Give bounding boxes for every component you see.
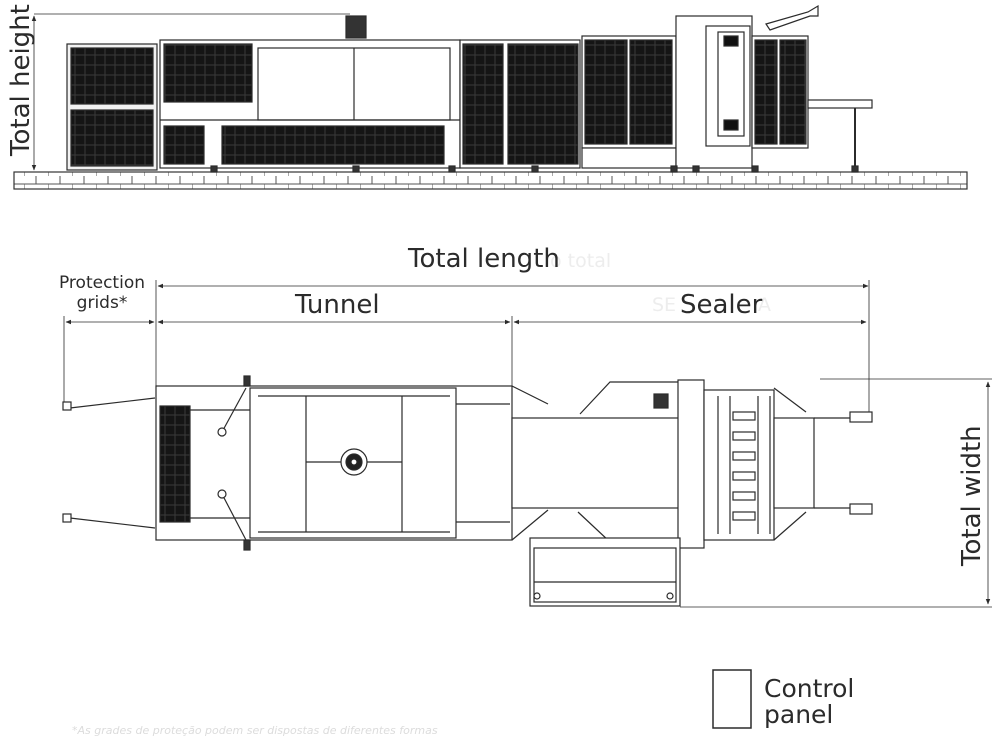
sealer-rollers bbox=[732, 411, 756, 521]
top-control-platform bbox=[529, 537, 681, 607]
top-tunnel bbox=[155, 375, 513, 551]
floor-brick-base bbox=[13, 171, 968, 190]
tunnel-dimension bbox=[157, 316, 513, 388]
total-length-label: Total length bbox=[408, 244, 560, 274]
protection-grids-line2: grids* bbox=[76, 293, 128, 313]
total-width-label: Total width bbox=[957, 425, 987, 566]
footnote: *As grades de proteção podem ser dispost… bbox=[72, 724, 438, 737]
top-protection-grid-arms bbox=[62, 397, 156, 529]
protection-grids-dimension bbox=[63, 316, 155, 402]
top-conveyor bbox=[511, 381, 683, 543]
top-view bbox=[62, 280, 992, 608]
side-view bbox=[13, 4, 968, 190]
control-panel-line1: Control bbox=[764, 674, 855, 703]
side-center-panels bbox=[459, 35, 677, 169]
control-panel-symbol bbox=[712, 669, 752, 729]
top-sealer bbox=[653, 379, 873, 549]
protection-grids-line1: Protection bbox=[58, 273, 145, 293]
total-width-dimension bbox=[680, 378, 992, 608]
side-tunnel bbox=[159, 15, 461, 169]
side-sealer bbox=[675, 4, 819, 169]
side-outfeed-table bbox=[807, 99, 873, 170]
tunnel-label: Tunnel bbox=[295, 290, 380, 320]
sealer-ghost-left: SE bbox=[652, 294, 677, 316]
total-height-label: Total height bbox=[6, 4, 36, 156]
top-motor bbox=[345, 15, 367, 39]
sealer-label: Sealer bbox=[680, 290, 763, 320]
total-height-dimension bbox=[31, 13, 350, 171]
control-panel-line2: panel bbox=[764, 700, 834, 729]
total-length-dimension bbox=[155, 280, 870, 412]
sealer-ghost-right: A bbox=[758, 294, 771, 316]
total-length-ghost-text: o total bbox=[550, 250, 612, 272]
control-panel-label: Control panel bbox=[764, 676, 854, 728]
side-feet bbox=[210, 165, 859, 173]
side-protection-grid bbox=[66, 43, 158, 171]
protection-grids-label: Protection grids* bbox=[54, 273, 150, 313]
